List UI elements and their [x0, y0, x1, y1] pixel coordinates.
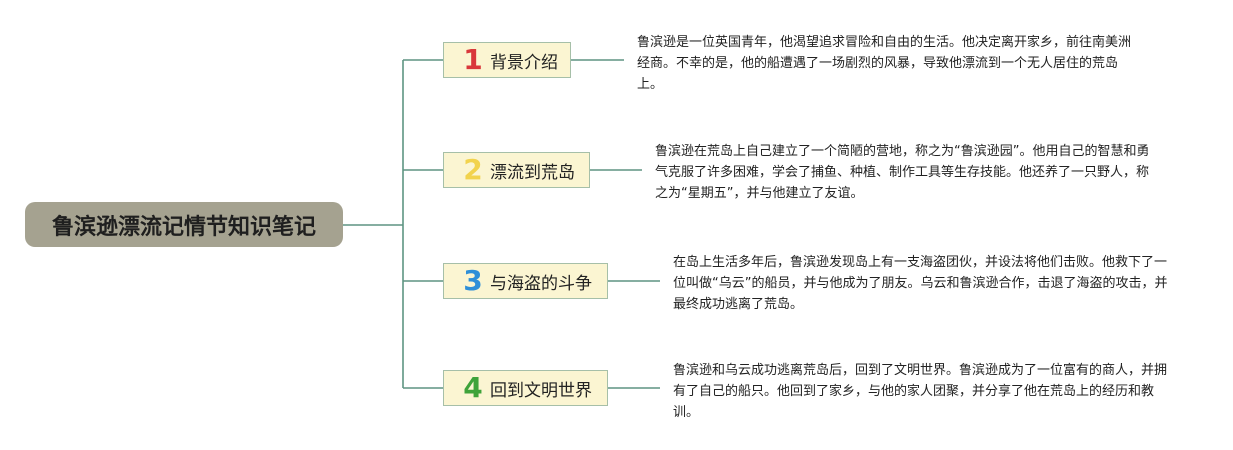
branch-1-topic[interactable]: 1 背景介绍 — [443, 42, 571, 78]
branch-4-topic[interactable]: 4 回到文明世界 — [443, 370, 608, 406]
branch-4-label: 回到文明世界 — [490, 380, 592, 401]
branch-4-number: 4 — [463, 371, 483, 404]
branch-2-description: 鲁滨逊在荒岛上自己建立了一个简陋的营地，称之为“鲁滨逊园”。他用自己的智慧和勇气… — [655, 144, 1150, 201]
branch-2-label: 漂流到荒岛 — [490, 162, 575, 183]
branch-1-label: 背景介绍 — [490, 52, 558, 73]
branch-3-label: 与海盗的斗争 — [490, 273, 592, 294]
branch-4-description: 鲁滨逊和乌云成功逃离荒岛后，回到了文明世界。鲁滨逊成为了一位富有的商人，并拥有了… — [673, 363, 1168, 420]
branch-1-description: 鲁滨逊是一位英国青年，他渴望追求冒险和自由的生活。他决定离开家乡，前往南美洲经商… — [637, 35, 1132, 92]
branch-2-number: 2 — [463, 153, 483, 186]
root-topic[interactable]: 鲁滨逊漂流记情节知识笔记 — [25, 202, 343, 247]
branch-3-description: 在岛上生活多年后，鲁滨逊发现岛上有一支海盗团伙，并设法将他们击败。他救下了一位叫… — [673, 255, 1168, 312]
branch-2-topic[interactable]: 2 漂流到荒岛 — [443, 152, 590, 188]
root-title: 鲁滨逊漂流记情节知识笔记 — [51, 214, 316, 240]
branch-1-number: 1 — [463, 43, 483, 76]
branch-3-topic[interactable]: 3 与海盗的斗争 — [443, 263, 608, 299]
branch-3-number: 3 — [463, 264, 483, 297]
